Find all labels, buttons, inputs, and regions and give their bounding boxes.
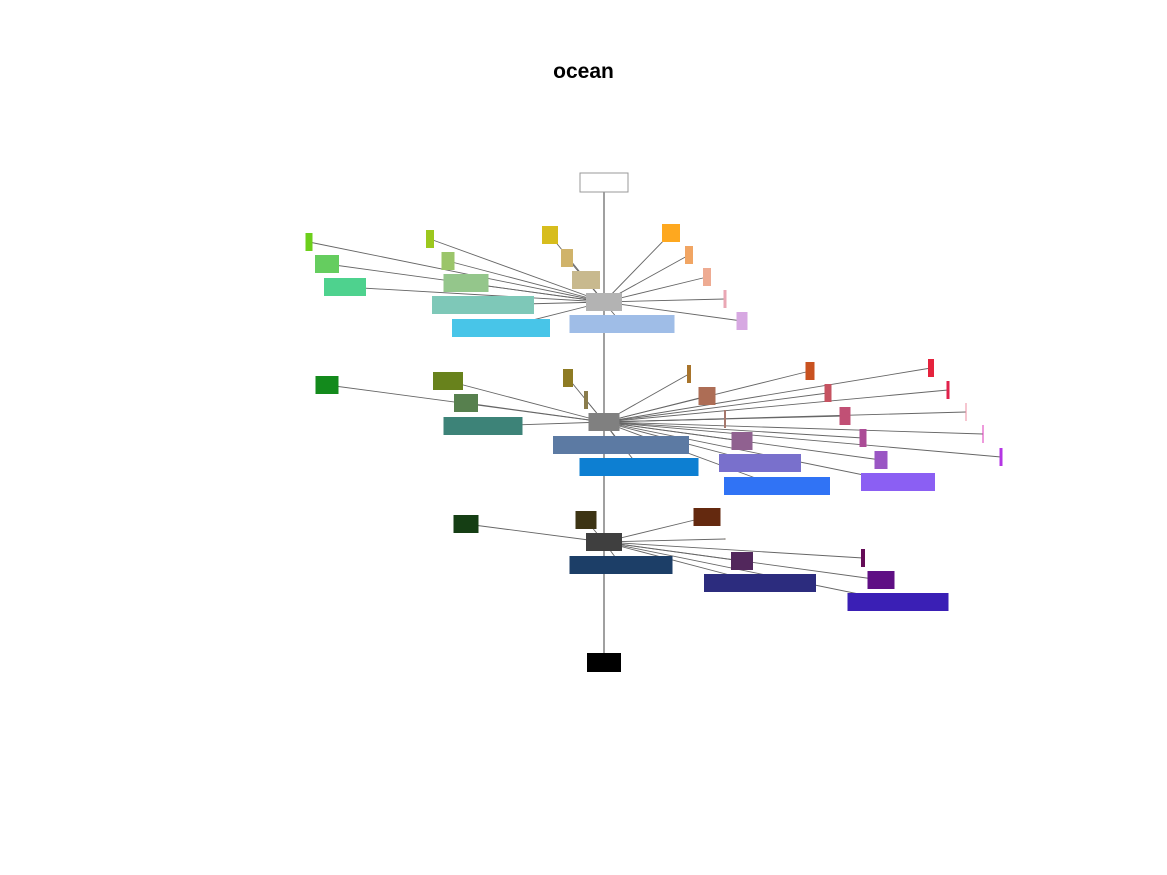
color-node <box>579 458 699 476</box>
color-node <box>685 246 693 264</box>
color-node <box>999 448 1003 466</box>
color-node <box>443 417 523 435</box>
color-node <box>454 394 478 412</box>
hub-node <box>586 293 622 311</box>
color-node <box>443 274 489 292</box>
color-node <box>731 432 753 450</box>
color-node <box>561 249 573 267</box>
color-node <box>662 224 680 242</box>
link-line <box>603 392 829 423</box>
link-line <box>603 421 864 439</box>
color-node <box>847 593 949 611</box>
color-node <box>441 252 455 270</box>
color-node <box>452 319 550 337</box>
color-node <box>433 372 463 390</box>
link-line <box>308 241 605 303</box>
link-line <box>603 367 932 423</box>
color-node <box>724 410 726 428</box>
link-line <box>603 421 984 435</box>
link-line <box>447 260 605 303</box>
color-node <box>928 359 934 377</box>
color-node <box>731 552 753 570</box>
color-node <box>723 290 727 308</box>
color-node <box>861 473 935 491</box>
link-line <box>603 232 672 303</box>
link-line <box>465 402 605 423</box>
leaf-node <box>587 653 621 672</box>
color-node <box>861 549 865 567</box>
color-node <box>719 454 801 472</box>
color-node <box>839 407 851 425</box>
link-line <box>603 301 743 322</box>
link-line <box>603 395 708 423</box>
link-line <box>447 380 605 423</box>
color-node <box>553 436 689 454</box>
color-node <box>315 255 339 273</box>
link-line <box>603 538 726 543</box>
color-node <box>426 230 434 248</box>
link-line <box>603 421 778 487</box>
color-node <box>946 381 950 399</box>
color-node <box>965 403 967 421</box>
chart-title: ocean <box>553 60 614 83</box>
color-node <box>724 477 830 495</box>
link-line <box>603 389 949 423</box>
color-node <box>724 538 726 540</box>
color-node <box>805 362 815 380</box>
color-node <box>874 451 888 469</box>
color-node <box>569 556 673 574</box>
color-node <box>569 315 675 333</box>
color-node <box>704 574 816 592</box>
link-line <box>465 282 605 303</box>
link-line <box>603 541 899 603</box>
color-node <box>698 387 716 405</box>
color-node <box>982 425 984 443</box>
color-node <box>432 296 534 314</box>
color-node <box>453 515 479 533</box>
color-node <box>736 312 748 330</box>
link-line <box>465 523 605 543</box>
hub-node <box>586 533 622 551</box>
color-node <box>324 278 366 296</box>
color-node <box>824 384 832 402</box>
color-node <box>687 365 691 383</box>
hub-node <box>588 413 620 431</box>
link-line <box>344 286 605 303</box>
link-line <box>603 298 726 303</box>
color-node <box>859 429 867 447</box>
color-node <box>584 391 588 409</box>
color-node <box>542 226 558 244</box>
root-node <box>579 172 629 193</box>
color-node <box>575 511 597 529</box>
color-node <box>315 376 339 394</box>
link-line <box>603 411 967 423</box>
color-node <box>693 508 721 526</box>
link-line <box>603 421 899 483</box>
color-node <box>572 271 600 289</box>
color-node <box>867 571 895 589</box>
color-node <box>703 268 711 286</box>
link-line <box>429 238 605 303</box>
color-node <box>563 369 573 387</box>
color-node <box>305 233 313 251</box>
link-line <box>603 421 1002 458</box>
link-line <box>603 541 864 559</box>
